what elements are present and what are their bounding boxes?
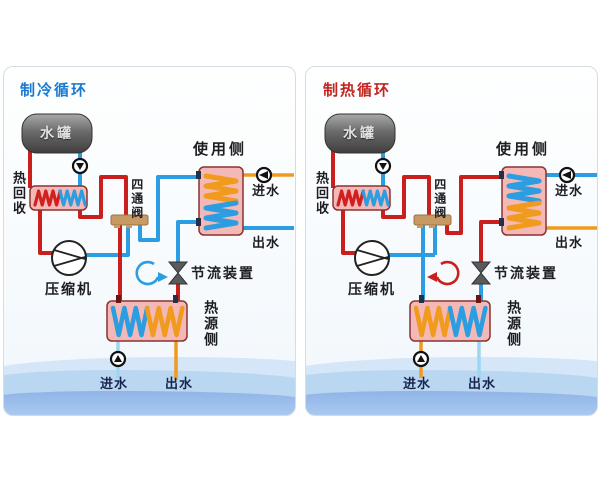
throttle-device-label: 节流装置 <box>494 265 558 281</box>
use-side-outlet-label: 出水 <box>252 235 281 250</box>
heat-recovery-label: 热回收 <box>313 171 329 216</box>
compressor-label: 压缩机 <box>45 281 93 297</box>
source-inlet-label: 进水 <box>100 376 129 391</box>
water-tank-label: 水罐 <box>343 125 377 141</box>
cooling-cycle-panel <box>3 66 296 416</box>
throttle-device-label: 节流装置 <box>191 265 255 281</box>
source-outlet-label: 出水 <box>468 376 497 391</box>
source-outlet-label: 出水 <box>165 376 194 391</box>
heat-recovery-label: 热回收 <box>10 171 26 216</box>
water-wave-layer <box>306 391 597 415</box>
use-side-label: 使用侧 <box>193 141 248 158</box>
panel-title: 制热循环 <box>323 82 392 99</box>
source-side-label: 热源侧 <box>506 300 523 348</box>
use-side-inlet-label: 进水 <box>252 183 281 198</box>
four-way-valve-label: 四通阀 <box>129 178 144 220</box>
water-tank-label: 水罐 <box>40 125 74 141</box>
use-side-inlet-label: 进水 <box>555 183 584 198</box>
water-body <box>4 357 295 415</box>
use-side-outlet-label: 出水 <box>555 235 584 250</box>
source-side-label: 热源侧 <box>203 300 220 348</box>
source-inlet-label: 进水 <box>403 376 432 391</box>
compressor-label: 压缩机 <box>348 281 396 297</box>
water-body <box>306 357 597 415</box>
water-wave-layer <box>4 391 295 415</box>
panel-title: 制冷循环 <box>20 82 89 99</box>
use-side-label: 使用侧 <box>496 141 551 158</box>
four-way-valve-label: 四通阀 <box>432 178 447 220</box>
